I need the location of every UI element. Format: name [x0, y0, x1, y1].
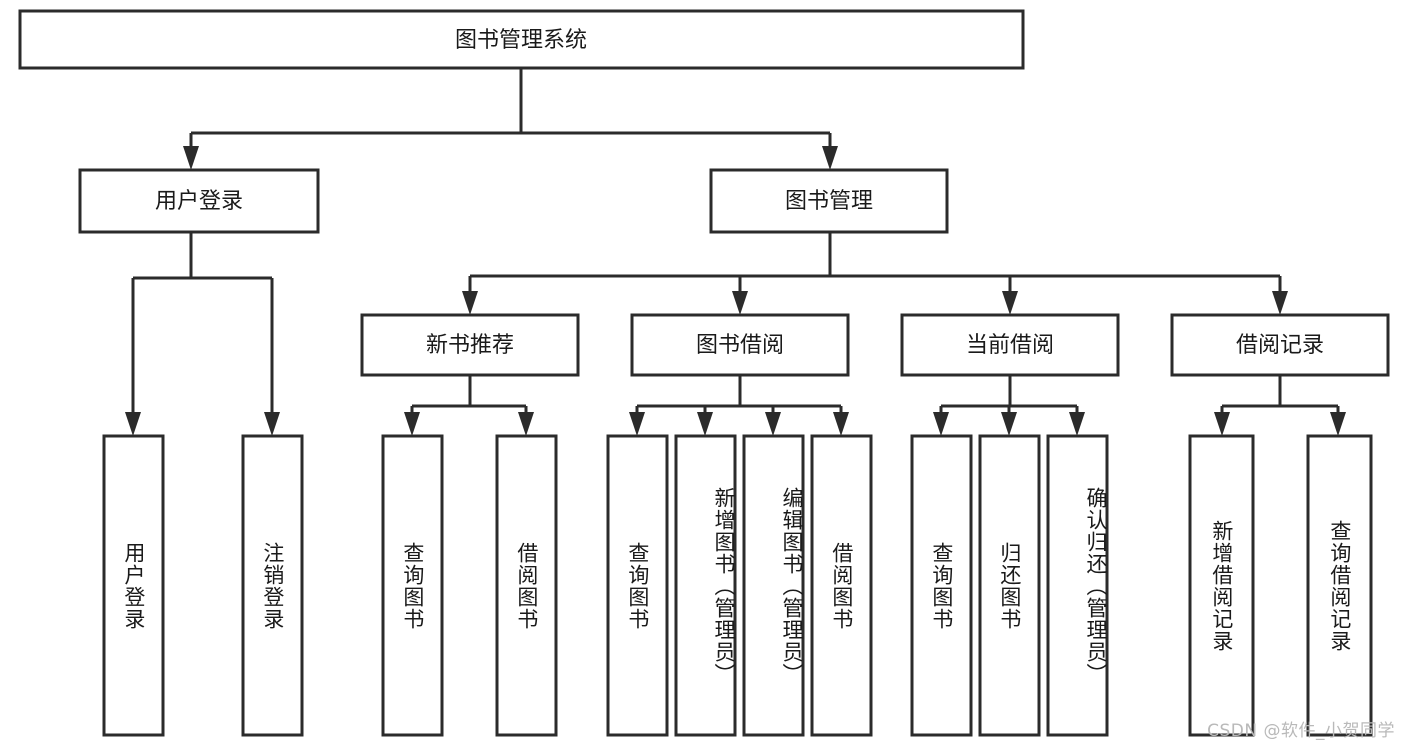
node-current-borrow[interactable]: 当前借阅 [900, 313, 1120, 377]
leaf-box-add-borrow-record[interactable] [1188, 434, 1255, 737]
node-book-borrow[interactable]: 图书借阅 [630, 313, 850, 377]
node-current-borrow-box[interactable] [900, 313, 1120, 377]
leaf-box-query-borrow-record[interactable] [1306, 434, 1373, 737]
arrow-head-user-leaf1 [125, 412, 141, 436]
arrow-head-borrow-leaf2 [697, 412, 713, 436]
arrow-head-record-leaf2 [1330, 412, 1346, 436]
connector-group-new-book [404, 375, 534, 436]
leaf-box-edit-book-admin[interactable] [742, 434, 805, 737]
arrow-head-new-book [462, 291, 478, 315]
leaf-box-confirm-return-admin[interactable] [1046, 434, 1109, 737]
arrow-head-user-leaf2 [264, 412, 280, 436]
arrow-head-newbook-leaf2 [518, 412, 534, 436]
node-borrow-record-box[interactable] [1170, 313, 1390, 377]
node-new-book-recommend-label: 新书推荐 [426, 333, 514, 358]
node-book-management[interactable]: 图书管理 [709, 168, 949, 234]
leaf-box-query-book-borrow[interactable] [606, 434, 669, 737]
leaf-box-query-book-newbook[interactable] [381, 434, 444, 737]
connector-group-book-borrow [629, 375, 849, 436]
arrow-head-borrow-record [1272, 291, 1288, 315]
node-borrow-record-label: 借阅记录 [1236, 333, 1324, 358]
arrow-head-current-leaf2 [1001, 412, 1017, 436]
node-root-label: 图书管理系统 [455, 28, 587, 53]
arrow-head-current-leaf3 [1069, 412, 1085, 436]
arrow-head-book-borrow [732, 291, 748, 315]
leaf-box-return-book[interactable] [978, 434, 1041, 737]
node-user-login[interactable]: 用户登录 [78, 168, 320, 234]
arrow-head-borrow-leaf1 [629, 412, 645, 436]
connector-group-root [183, 68, 838, 170]
arrow-head-current-leaf1 [933, 412, 949, 436]
leaf-box-borrow-book-newbook[interactable] [495, 434, 558, 737]
arrow-head-to-book-mgmt [822, 146, 838, 170]
node-new-book-recommend-box[interactable] [360, 313, 580, 377]
leaf-box-user-login[interactable] [102, 434, 165, 737]
leaf-box-logout[interactable] [241, 434, 304, 737]
connector-group-current-borrow [933, 375, 1085, 436]
arrow-head-current-borrow [1002, 291, 1018, 315]
arrow-head-record-leaf1 [1214, 412, 1230, 436]
arrow-head-to-user-login [183, 146, 199, 170]
node-book-management-label: 图书管理 [785, 189, 873, 214]
arrow-head-borrow-leaf4 [833, 412, 849, 436]
csdn-watermark: CSDN @软件_小贺同学 [1207, 721, 1395, 741]
arrow-head-borrow-leaf3 [765, 412, 781, 436]
leaf-box-add-book-admin[interactable] [674, 434, 737, 737]
leaf-box-query-book-current[interactable] [910, 434, 973, 737]
node-user-login-box[interactable] [78, 168, 320, 234]
node-book-borrow-box[interactable] [630, 313, 850, 377]
connector-group-book-mgmt [462, 232, 1288, 315]
connector-group-user-login [125, 232, 280, 436]
node-root-box[interactable] [18, 9, 1025, 70]
leaf-box-borrow-book[interactable] [810, 434, 873, 737]
node-borrow-record[interactable]: 借阅记录 [1170, 313, 1390, 377]
node-book-management-box[interactable] [709, 168, 949, 234]
node-user-login-label: 用户登录 [155, 189, 243, 214]
node-root-system[interactable]: 图书管理系统 [18, 9, 1025, 70]
node-book-borrow-label: 图书借阅 [696, 333, 784, 358]
node-current-borrow-label: 当前借阅 [966, 333, 1054, 358]
connector-group-borrow-record [1214, 375, 1346, 436]
node-new-book-recommend[interactable]: 新书推荐 [360, 313, 580, 377]
arrow-head-newbook-leaf1 [404, 412, 420, 436]
